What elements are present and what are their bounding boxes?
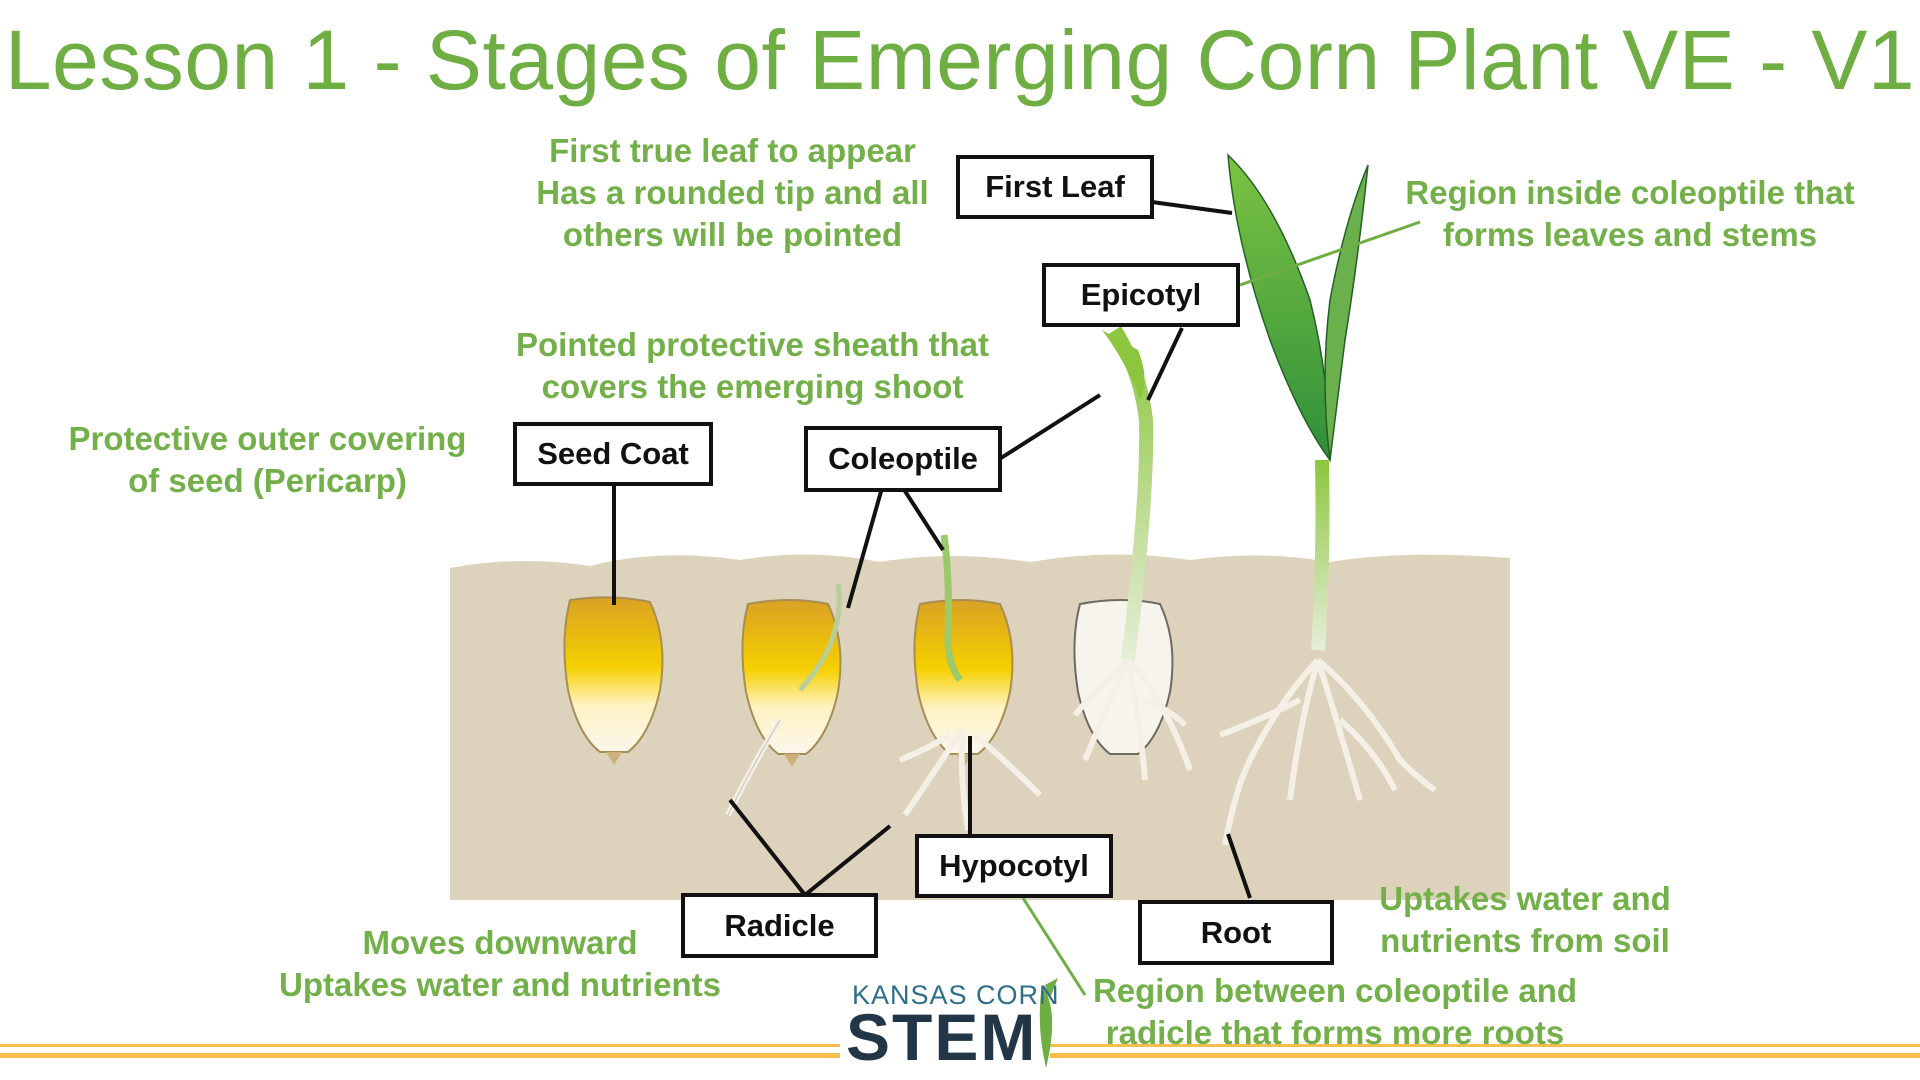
desc-seed-coat-line-2: of seed (Pericarp) bbox=[55, 460, 480, 502]
desc-first-leaf-line-2: Has a rounded tip and all bbox=[505, 172, 960, 214]
label-root: Root bbox=[1138, 900, 1334, 965]
label-first-leaf: First Leaf bbox=[956, 155, 1154, 219]
desc-seed-coat: Protective outer covering of seed (Peric… bbox=[55, 418, 480, 502]
desc-epicotyl-line-2: forms leaves and stems bbox=[1380, 214, 1880, 256]
desc-first-leaf-line-3: others will be pointed bbox=[505, 214, 960, 256]
logo-stem: STEM bbox=[846, 1002, 1037, 1072]
label-hypocotyl: Hypocotyl bbox=[915, 834, 1113, 898]
desc-first-leaf-line-1: First true leaf to appear bbox=[505, 130, 960, 172]
label-coleoptile: Coleoptile bbox=[804, 426, 1002, 492]
desc-coleoptile-line-2: covers the emerging shoot bbox=[495, 366, 1010, 408]
desc-coleoptile-line-1: Pointed protective sheath that bbox=[495, 324, 1010, 366]
desc-hypocotyl-line-2: radicle that forms more roots bbox=[1075, 1012, 1595, 1054]
desc-radicle: Moves downward Uptakes water and nutrien… bbox=[255, 922, 745, 1006]
label-seed-coat: Seed Coat bbox=[513, 422, 713, 486]
desc-radicle-line-1: Moves downward bbox=[255, 922, 745, 964]
desc-root: Uptakes water and nutrients from soil bbox=[1365, 878, 1685, 962]
desc-first-leaf: First true leaf to appear Has a rounded … bbox=[505, 130, 960, 256]
desc-seed-coat-line-1: Protective outer covering bbox=[55, 418, 480, 460]
desc-root-line-1: Uptakes water and bbox=[1365, 878, 1685, 920]
desc-hypocotyl-line-1: Region between coleoptile and bbox=[1075, 970, 1595, 1012]
desc-epicotyl: Region inside coleoptile that forms leav… bbox=[1380, 172, 1880, 256]
desc-epicotyl-line-1: Region inside coleoptile that bbox=[1380, 172, 1880, 214]
desc-root-line-2: nutrients from soil bbox=[1365, 920, 1685, 962]
desc-hypocotyl: Region between coleoptile and radicle th… bbox=[1075, 970, 1595, 1054]
desc-coleoptile: Pointed protective sheath that covers th… bbox=[495, 324, 1010, 408]
desc-radicle-line-2: Uptakes water and nutrients bbox=[255, 964, 745, 1006]
label-epicotyl: Epicotyl bbox=[1042, 263, 1240, 327]
